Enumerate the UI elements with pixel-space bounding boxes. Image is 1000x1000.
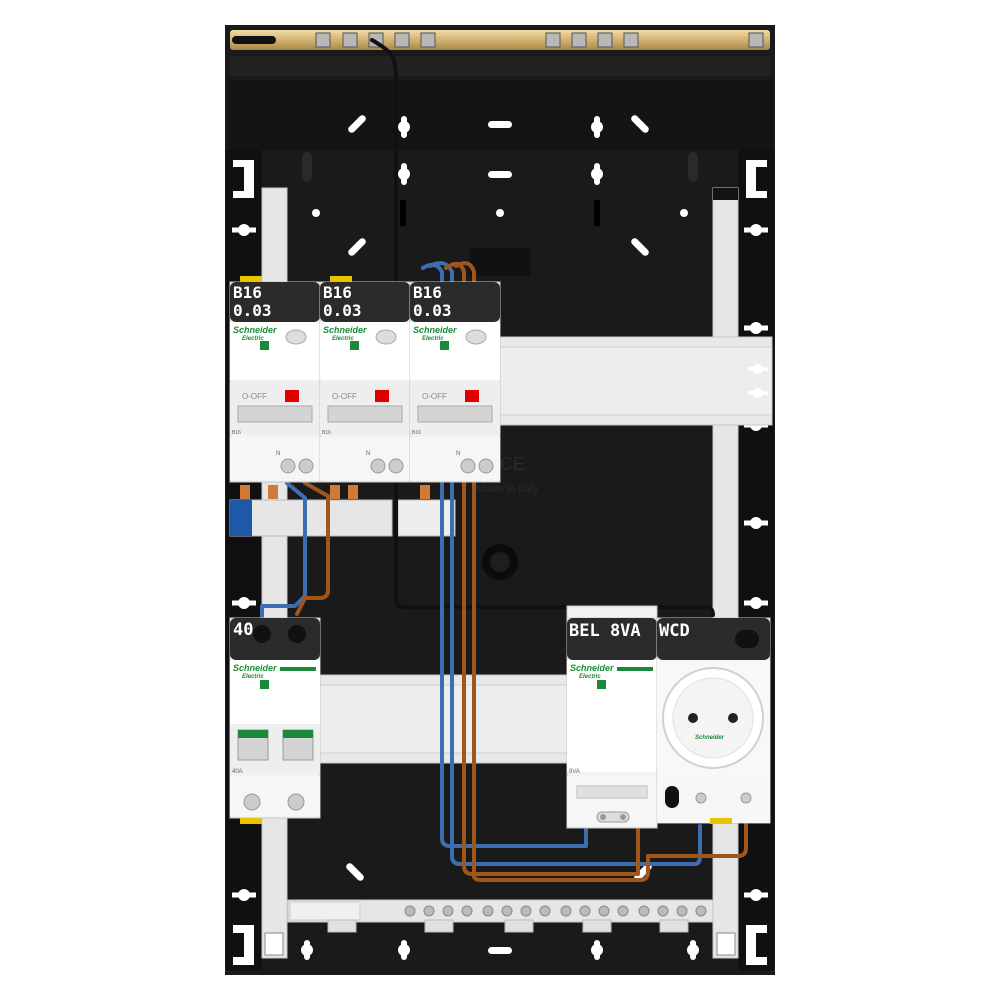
main-switch-brand-line2: Electric [242,674,264,680]
rcbo-3-label-line2: 0.03 [413,301,452,320]
made-in-text: Made in Italy [476,483,539,495]
switch-wire [370,38,715,617]
rcbo-module-2[interactable]: B16 0.03 Schneider Electric O-OFF B16 N [319,281,411,483]
cable-grommet [482,544,518,580]
main-switch-terminal-1 [243,793,261,811]
svg-text:N: N [456,451,460,457]
phase-wire-bel [444,261,640,876]
lower-din-rail [319,674,571,764]
right-side-clips [744,160,768,965]
rcbo-3-trip-indicator [465,390,479,402]
rcbo-3-terminal-l [478,458,494,474]
rcbo-2-toggle[interactable] [327,405,403,423]
rcbo-1-label-line1: B16 [233,283,262,302]
rcbo-3-brand-line1: Schneider [413,325,457,335]
neutral-wire-wcd [428,261,702,866]
bell-brand-line1: Schneider [570,663,614,673]
socket-pin-left [688,713,698,723]
rcbo-module-1[interactable]: B16 0.03 Schneider Electric O-OFF B16 N [229,281,321,483]
neutral-terminal-block [287,899,714,933]
rcbo-1-rating-text: B16 [232,430,241,436]
wiring [260,38,748,882]
rcbo-2-trip-indicator [375,390,389,402]
svg-text:N: N [366,451,370,457]
main-switch-terminal-2 [287,793,305,811]
rcbo-3-terminal-n [460,458,476,474]
main-switch-module[interactable]: 40 Schneider Electric 40A [229,617,321,819]
rcbo-1-switch-text: O-OFF [242,392,267,401]
rcbo-module-3[interactable]: B16 0.03 Schneider Electric O-OFF B16 N [409,281,501,483]
rcbo-2-terminal-n [370,458,386,474]
rcbo-3-brand-line2: Electric [422,336,444,342]
rcbo-1-brand-line1: Schneider [233,325,277,335]
rcbo-2-switch-text: O-OFF [332,392,357,401]
rcbo-2-terminal-l [388,458,404,474]
socket-label: WCD [659,621,690,641]
socket-brand-line1: Schneider [695,735,725,741]
mounting-holes [301,115,699,960]
rcbo-2-label-line2: 0.03 [323,301,362,320]
socket-pin-right [728,713,738,723]
din-clips [240,276,732,824]
rcbo-2-brand-line2: Electric [332,336,354,342]
svg-text:N: N [276,451,280,457]
main-switch-label: 40 [233,620,253,640]
rcbo-3-toggle[interactable] [417,405,493,423]
rcbo-1-toggle[interactable] [237,405,313,423]
phase-wire-wcd [454,261,748,882]
main-switch-rating-text: 40A [232,769,243,775]
small-bolt-holes [302,152,698,276]
bell-transformer-label: BEL 8VA [569,621,641,641]
bell-transformer-module[interactable]: BEL 8VA Schneider Electric 8VA [566,605,658,829]
bell-rating-text: 8VA [569,769,580,775]
rcbo-1-terminal-n [280,458,296,474]
upper-din-rail [499,336,773,426]
rcbo-2-brand-line1: Schneider [323,325,367,335]
rcbo-1-trip-indicator [285,390,299,402]
phase-wire-rcbo [295,481,330,616]
ce-mark: CE [500,454,525,474]
socket-module[interactable]: WCD Schneider [656,617,771,824]
rcbo-2-rating-text: B16 [322,430,331,436]
enclosure-side-panel-left [226,150,262,970]
earth-busbar [230,30,770,76]
rcbo-3-label-line1: B16 [413,283,442,302]
rcbo-1-terminal-l [298,458,314,474]
rcbo-3-switch-text: O-OFF [422,392,447,401]
enclosure-top-panel [228,80,773,150]
rcbo-2-label-line1: B16 [323,283,352,302]
neutral-wire-rcbo [260,481,307,630]
right-upright-rail [712,187,739,959]
bell-brand-line2: Electric [579,674,601,680]
rcbo-3-rating-text: B16 [412,430,421,436]
rcbo-1-brand-line2: Electric [242,336,264,342]
comb-busbar-upper [229,485,456,537]
rcbo-1-label-line2: 0.03 [233,301,272,320]
main-switch-brand-line1: Schneider [233,663,277,673]
enclosure-side-panel-right [738,150,774,970]
